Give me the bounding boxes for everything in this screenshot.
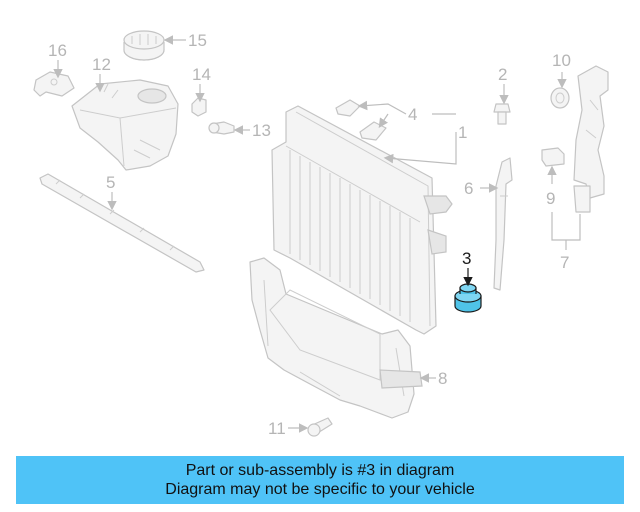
part-12-expansion-tank: [71, 79, 179, 171]
callout-10: 10: [552, 51, 571, 70]
banner-line-part: Part or sub-assembly is #3 in diagram: [185, 462, 455, 479]
callout-6: 6: [464, 179, 473, 198]
part-2-bolt: [493, 103, 511, 125]
callout-15: 15: [188, 31, 207, 50]
info-banner: Part or sub-assembly is #3 in diagram Di…: [16, 456, 624, 504]
part-9-clip: [541, 147, 565, 167]
part-14-fitting: [191, 97, 207, 117]
banner-line-disclaimer: Diagram may not be specific to your vehi…: [165, 481, 475, 498]
part-7-air-guide: [573, 65, 609, 213]
leader-lines: [53, 35, 581, 433]
callout-12: 12: [92, 55, 111, 74]
callout-1: 1: [458, 123, 467, 142]
callout-3-highlighted: 3: [462, 249, 471, 268]
callout-11: 11: [268, 419, 286, 438]
callout-8: 8: [438, 369, 447, 388]
part-15-cap: [123, 30, 165, 61]
callout-16: 16: [48, 41, 67, 60]
part-16-bracket: [33, 71, 75, 97]
callout-14: 14: [192, 65, 211, 84]
part-1-radiator: [271, 105, 453, 335]
part-13-sensor: [208, 121, 235, 135]
callout-4: 4: [408, 105, 417, 124]
callout-9: 9: [546, 189, 555, 208]
callout-13: 13: [252, 121, 271, 140]
part-11-screw: [307, 417, 333, 437]
callout-5: 5: [106, 173, 115, 192]
callout-7: 7: [560, 253, 569, 272]
part-6-bracket-rod: [493, 157, 513, 291]
callout-labels: 15 16 12 14 13 5 4 1 2 6 10 9 7 8 11 3: [48, 31, 571, 438]
callout-2: 2: [498, 65, 507, 84]
part-10-grommet: [550, 87, 570, 109]
part-8-shroud: [249, 257, 423, 419]
part-3-mount-highlighted: [454, 283, 482, 313]
part-5-seal-strip: [39, 173, 205, 273]
